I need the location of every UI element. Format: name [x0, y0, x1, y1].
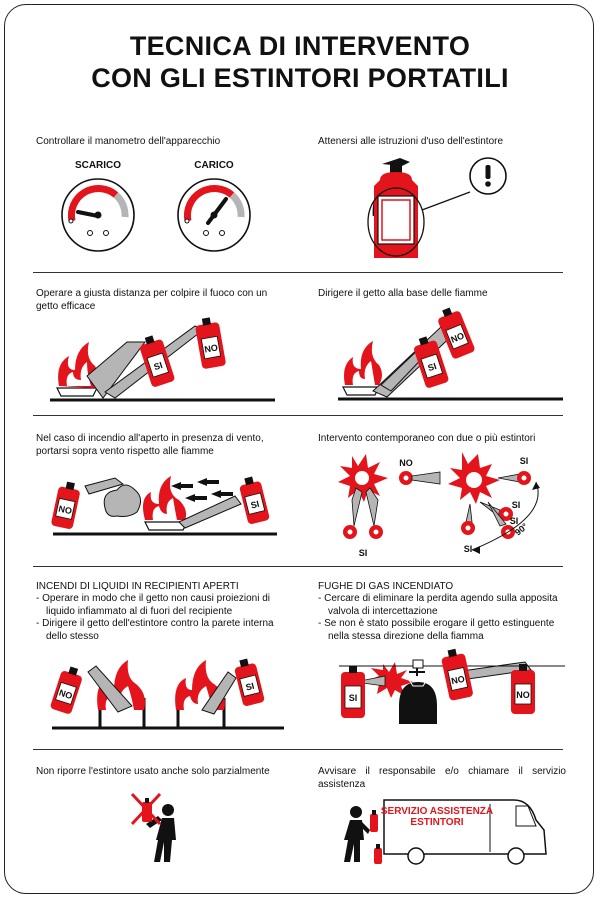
label-si-3: SI — [512, 500, 521, 510]
instructions-illustration — [367, 157, 507, 258]
bullets-gas: - Cercare di eliminare la perdita agendo… — [318, 593, 568, 643]
divider-4 — [33, 749, 563, 750]
person-icon — [146, 804, 176, 862]
extinguisher-yes-icon: SI — [239, 476, 270, 524]
label-no: NO — [58, 687, 74, 701]
title-line-1: TECNICA DI INTERVENTO — [129, 31, 471, 61]
label-yes: SI — [250, 499, 261, 511]
extinguisher-no-icon: NO — [441, 648, 473, 701]
fire-burst-left — [338, 454, 388, 502]
flame-icon — [344, 341, 382, 385]
person-icon — [344, 806, 370, 862]
simultaneous-illustration: SI NO SI SI SI SI 90° — [338, 452, 540, 558]
label-si-2: SI — [520, 456, 529, 466]
flame-icon — [143, 476, 187, 520]
label-si-1: SI — [359, 548, 368, 558]
label-no: NO — [449, 331, 465, 345]
warning-icon — [469, 157, 507, 195]
wind-illustration: NO SI — [51, 476, 277, 536]
label-si-5: SI — [510, 516, 519, 526]
distance-illustration: SI NO — [50, 317, 275, 402]
label-no-2: NO — [516, 690, 530, 700]
divider-3 — [33, 566, 563, 567]
page-title: TECNICA DI INTERVENTO CON GLI ESTINTORI … — [0, 30, 600, 94]
extinguisher-no-icon: NO — [195, 317, 226, 369]
caption-base: Dirigere il getto alla base delle fiamme — [318, 288, 488, 299]
gauges-illustration: SCARICO CARICO — [61, 160, 251, 252]
title-line-2: CON GLI ESTINTORI PORTATILI — [91, 63, 509, 93]
bullets-liquidi: - Operare in modo che il getto non causi… — [36, 593, 288, 643]
bullet-gas-2: - Se non è stato possibile erogare il ge… — [318, 618, 555, 642]
bullet-gas-1: - Cercare di eliminare la perdita agendo… — [318, 593, 558, 617]
label-yes: SI — [349, 693, 358, 703]
heading-gas: FUGHE DI GAS INCENDIATO — [318, 581, 454, 592]
extinguisher-yes-icon: SI — [341, 666, 365, 718]
extinguisher-large-icon — [372, 158, 418, 258]
caption-assistenza: Avvisare il responsabile e/o chiamare il… — [318, 766, 566, 790]
extinguisher-yes-icon: SI — [234, 658, 265, 706]
label-yes: SI — [153, 360, 164, 372]
caption-contemporaneo: Intervento contemporaneo con due o più e… — [318, 433, 536, 444]
caption-parziale: Non riporre l'estintore usato anche solo… — [36, 766, 270, 777]
fire-burst-left — [369, 662, 413, 698]
service-illustration: SERVIZIO ASSISTENZA ESTINTORI — [344, 799, 547, 865]
extinguisher-no-icon: NO — [51, 481, 80, 529]
extinguisher-no-icon: NO — [511, 664, 535, 714]
label-no: NO — [450, 674, 465, 687]
extinguisher-yes-icon: SI — [140, 335, 175, 387]
label-no: NO — [204, 342, 219, 354]
base-illustration: SI NO — [338, 307, 563, 401]
divider-1 — [33, 272, 563, 273]
heading-liquidi: INCENDI DI LIQUIDI IN RECIPIENTI APERTI — [36, 581, 239, 592]
no-store-illustration — [130, 792, 176, 862]
gauge-empty-label: SCARICO — [75, 160, 121, 171]
gauge-full-label: CARICO — [194, 160, 234, 171]
caption-manometro: Controllare il manometro dell'apparecchi… — [36, 136, 221, 147]
caption-istruzioni: Attenersi alle istruzioni d'uso dell'est… — [318, 136, 504, 147]
wind-arrows — [171, 478, 233, 502]
label-no-top: NO — [399, 458, 413, 468]
van-text-2: ESTINTORI — [410, 817, 463, 828]
extinguisher-no-icon: NO — [50, 666, 82, 714]
fire-burst-right — [448, 452, 500, 504]
extinguisher-no-icon: NO — [438, 307, 475, 359]
divider-2 — [33, 415, 563, 416]
bullet-liquidi-2: - Dirigere il getto dell'estintore contr… — [36, 618, 274, 642]
extinguisher-yes-icon: SI — [414, 336, 449, 388]
gauge-empty — [61, 178, 135, 252]
label-si-4: SI — [464, 544, 473, 554]
bullet-liquidi-1: - Operare in modo che il getto non causi… — [36, 593, 271, 617]
sign-border — [4, 4, 594, 894]
liquids-illustration: NO SI — [50, 658, 284, 730]
gas-illustration: SI NO NO — [339, 648, 565, 724]
van-text-1: SERVIZIO ASSISTENZA — [381, 806, 493, 817]
caption-distanza: Operare a giusta distanza per colpire il… — [36, 288, 268, 312]
van-icon — [383, 799, 547, 865]
extinguisher-small-icon — [374, 844, 382, 864]
caption-vento: Nel caso di incendio all'aperto in prese… — [36, 433, 264, 457]
gauge-full — [177, 178, 251, 252]
extinguisher-small-icon — [370, 810, 378, 832]
label-yes: SI — [427, 361, 438, 373]
label-yes: SI — [245, 681, 256, 693]
gas-cylinder-icon — [399, 659, 437, 724]
label-no: NO — [58, 504, 73, 517]
